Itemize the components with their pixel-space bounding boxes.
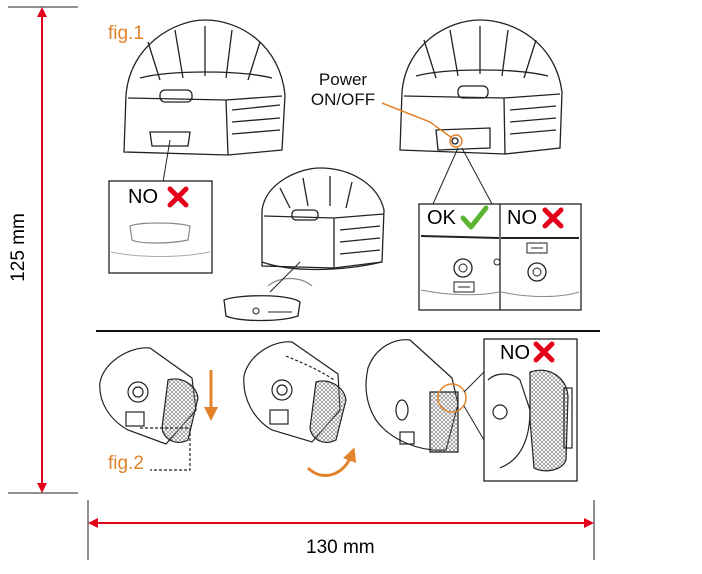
leader-line — [162, 139, 171, 183]
no-box-1 — [108, 180, 213, 274]
fig1-label: fig.1 — [108, 23, 144, 44]
leader-line — [269, 261, 301, 293]
leader-line — [432, 147, 459, 205]
module-step-2 — [243, 341, 347, 443]
check-icon — [460, 205, 489, 230]
cross-icon — [533, 341, 555, 363]
height-dimension — [8, 6, 78, 494]
power-label-line2: ON/OFF — [310, 90, 376, 110]
usb-icon — [453, 242, 548, 293]
helmet-rear-view-1 — [123, 19, 286, 156]
module-step-3 — [365, 339, 459, 453]
height-dimension-label: 125 mm — [7, 213, 29, 282]
power-callout — [381, 102, 463, 148]
helmet-rear-view-3 — [399, 19, 563, 155]
ok-no-comparison-box — [418, 203, 582, 311]
helmet-rear-view-2 — [261, 167, 385, 287]
leader-line — [461, 147, 493, 205]
rotate-arrow-icon — [306, 447, 357, 477]
ok-label: OK — [427, 207, 456, 229]
power-label-line1: Power — [318, 70, 368, 89]
height-dimension-wrap: 125 mm — [0, 213, 58, 282]
width-dimension-label: 130 mm — [306, 537, 375, 558]
fig2-label: fig.2 — [108, 453, 144, 474]
detail-highlight-circle — [437, 383, 467, 413]
cross-icon — [542, 207, 564, 229]
cross-icon — [167, 186, 189, 208]
leader-line — [463, 371, 485, 393]
no-label-3: NO — [500, 342, 530, 364]
width-dimension — [87, 500, 595, 560]
power-label: Power ON/OFF — [303, 70, 383, 111]
no-label-1: NO — [128, 186, 158, 208]
leader-line — [463, 405, 485, 441]
no-box-2 — [483, 338, 578, 482]
module-step-1 — [99, 347, 199, 471]
no-label-2: NO — [507, 207, 537, 229]
removable-module — [223, 295, 301, 322]
